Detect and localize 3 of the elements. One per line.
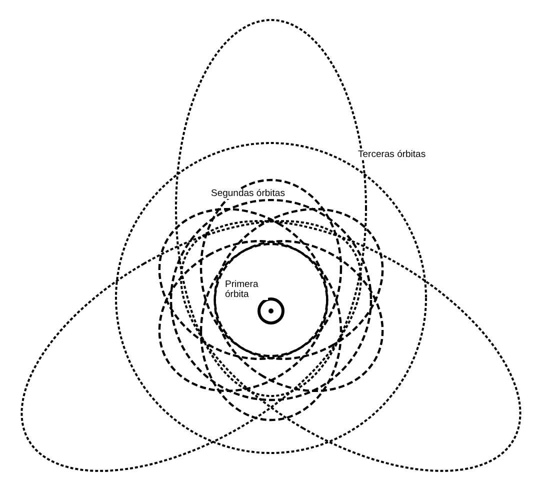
orbit-label: Segundas órbitas	[210, 189, 286, 199]
orbit-label: Primera órbita	[224, 280, 268, 300]
orbit-label: Terceras órbitas	[357, 150, 427, 160]
